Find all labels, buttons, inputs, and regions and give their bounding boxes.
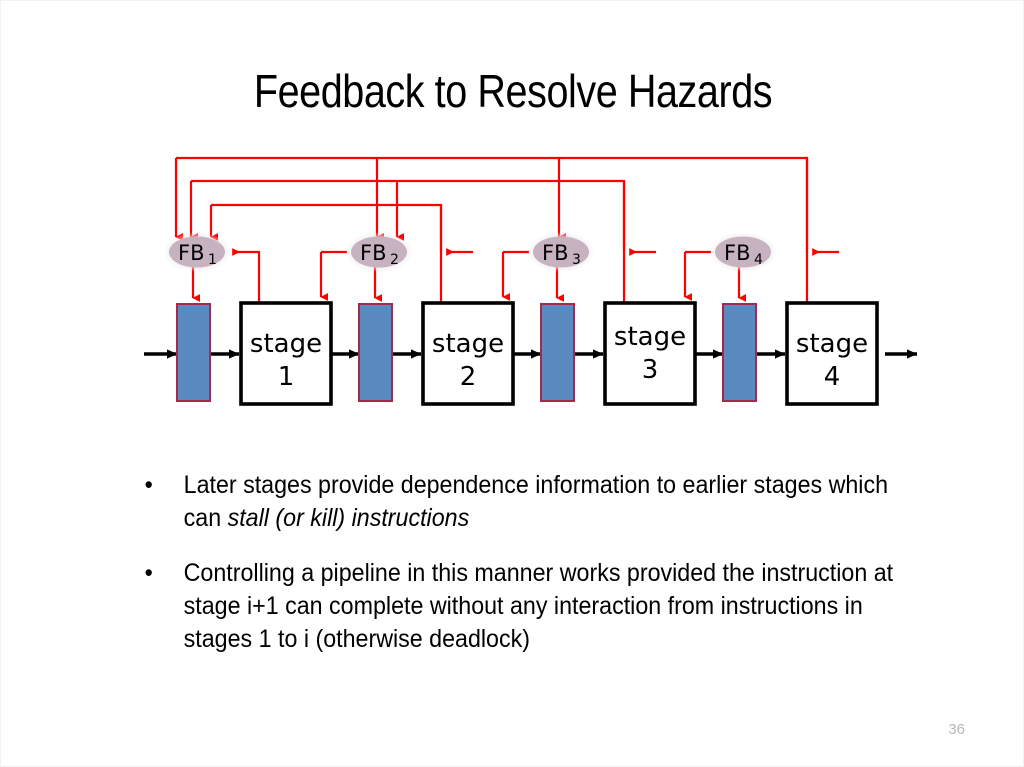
- pipeline-latch-4[interactable]: [722, 303, 757, 402]
- bullet-marker: •: [144, 559, 153, 587]
- stage-box-2[interactable]: stage 2: [421, 301, 515, 406]
- list-item: • Later stages provide dependence inform…: [139, 469, 911, 535]
- stage-4-number: 4: [824, 362, 841, 392]
- stage-1-number: 1: [278, 362, 295, 392]
- stage-2-number: 2: [460, 362, 477, 392]
- feedback-node-fb3[interactable]: FB 3: [527, 232, 595, 272]
- feedback-stage1-to-fb1: [232, 248, 261, 303]
- feedback-bus-lines: [174, 156, 839, 303]
- feedback-node-fb4[interactable]: FB 4: [709, 232, 777, 272]
- stage-4-label: stage: [796, 329, 868, 359]
- fb4-label: FB: [724, 241, 751, 265]
- stage-3-label: stage: [614, 322, 686, 352]
- fb3-label: FB: [542, 241, 569, 265]
- fb4-subscript: 4: [754, 252, 763, 268]
- stage-3-number: 3: [642, 355, 659, 385]
- stage-box-4[interactable]: stage 4: [785, 301, 879, 406]
- fb1-subscript: 1: [208, 252, 217, 268]
- pipeline-latch-2[interactable]: [358, 303, 393, 402]
- bullet-2-text: Controlling a pipeline in this manner wo…: [183, 559, 894, 653]
- stage-1-label: stage: [250, 329, 322, 359]
- bullet-1-italic: stall (or kill) instructions: [227, 504, 470, 532]
- fb2-subscript: 2: [390, 252, 399, 268]
- stage-2-label: stage: [432, 329, 504, 359]
- feedback-node-fb1[interactable]: FB 1: [163, 232, 231, 272]
- fb2-label: FB: [360, 241, 387, 265]
- bullet-1-text: Later stages provide dependence informat…: [183, 471, 889, 532]
- pipeline-latch-3[interactable]: [540, 303, 575, 402]
- stage-box-3[interactable]: stage 3: [603, 301, 697, 406]
- bullet-list: • Later stages provide dependence inform…: [139, 469, 969, 678]
- page-number: 36: [948, 721, 965, 738]
- list-item: • Controlling a pipeline in this manner …: [139, 557, 911, 656]
- page-title: Feedback to Resolve Hazards: [253, 65, 773, 117]
- fb1-label: FB: [178, 241, 205, 265]
- bullet-marker: •: [144, 471, 153, 499]
- pipeline-feedback-diagram: FB 1 FB 2 FB 3 FB 4: [1, 1, 1024, 441]
- stage-box-1[interactable]: stage 1: [239, 301, 333, 406]
- pipeline-latch-1[interactable]: [176, 303, 211, 402]
- feedback-node-fb2[interactable]: FB 2: [345, 232, 413, 272]
- fb3-subscript: 3: [572, 252, 581, 268]
